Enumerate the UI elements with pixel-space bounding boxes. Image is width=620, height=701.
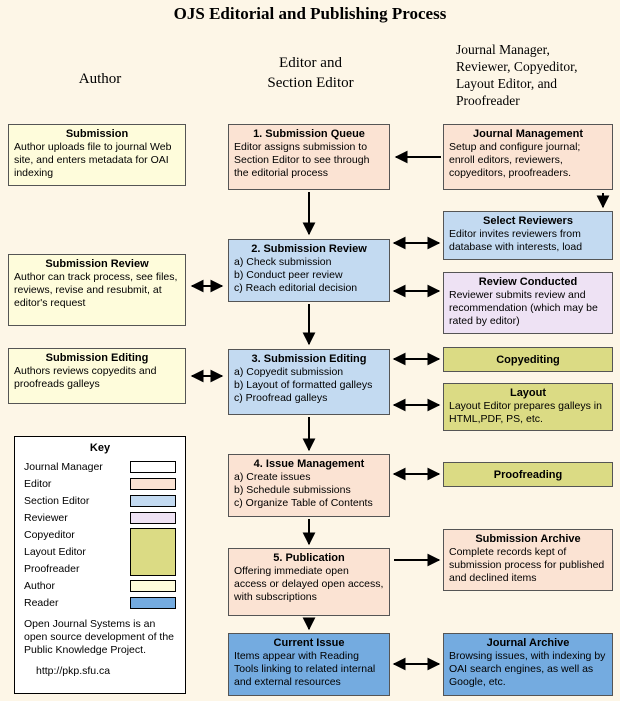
- box-submission-review-author: Submission Review Author can track proce…: [8, 254, 186, 326]
- legend-label: Author: [24, 579, 55, 592]
- legend-label: Journal Manager: [24, 460, 103, 473]
- box-body: Items appear with Reading Tools linking …: [234, 650, 376, 689]
- column-header-journal-manager: Journal Manager, Reviewer, Copyeditor, L…: [456, 42, 578, 108]
- box-submission-editing: 3. Submission Editing a) Copyedit submis…: [228, 349, 390, 415]
- box-title: Copyediting: [496, 353, 560, 366]
- legend-label: Layout Editor: [24, 545, 86, 558]
- box-title: Submission: [65, 128, 129, 140]
- column-header-editor: Editor and Section Editor: [267, 55, 354, 91]
- box-title: Layout: [509, 387, 547, 399]
- box-title: 1. Submission Queue: [253, 128, 365, 140]
- legend-item-reviewer: Reviewer: [24, 509, 176, 526]
- box-title: Select Reviewers: [483, 215, 573, 227]
- box-title: Journal Management: [472, 128, 584, 140]
- legend-label: Section Editor: [24, 494, 90, 507]
- box-body: Layout Editor prepares galleys in HTML,P…: [449, 400, 602, 426]
- box-body: a) Check submission b) Conduct peer revi…: [234, 256, 358, 295]
- box-proofreading: Proofreading: [443, 462, 613, 487]
- box-title: Current Issue: [273, 637, 345, 649]
- section-editor-swatch: [130, 494, 176, 507]
- box-body: Author uploads file to journal Web site,…: [14, 141, 172, 180]
- legend-item-journal-manager: Journal Manager: [24, 458, 176, 475]
- pkp-url: http://pkp.sfu.ca: [36, 665, 111, 678]
- copyeditor-group-swatch: [130, 527, 176, 576]
- box-title: 2. Submission Review: [251, 243, 367, 255]
- box-select-reviewers: Select Reviewers Editor invites reviewer…: [443, 211, 613, 260]
- box-title: Submission Editing: [45, 352, 149, 364]
- box-title: 5. Publication: [273, 552, 345, 564]
- legend-item-editor: Editor: [24, 475, 176, 492]
- legend-label: Copyeditor: [24, 528, 75, 541]
- legend-label: Proofreader: [24, 562, 80, 575]
- box-body: Authors reviews copyedits and proofreads…: [14, 365, 157, 391]
- box-journal-archive: Journal Archive Browsing issues, with in…: [443, 633, 613, 696]
- legend-item-reader: Reader: [24, 594, 176, 611]
- legend-label: Reviewer: [24, 511, 68, 524]
- legend-key: Key Journal Manager Editor Section Edito…: [14, 436, 186, 694]
- box-title: 4. Issue Management: [253, 458, 365, 470]
- box-title: Submission Review: [45, 258, 149, 270]
- box-journal-management: Journal Management Setup and configure j…: [443, 124, 613, 190]
- column-header-author: Author: [78, 71, 122, 87]
- legend-group-labels: Copyeditor Layout Editor Proofreader: [24, 526, 86, 577]
- box-issue-management: 4. Issue Management a) Create issues b) …: [228, 454, 390, 517]
- box-body: a) Copyedit submission b) Layout of form…: [234, 366, 373, 405]
- legend-title: Key: [89, 442, 111, 454]
- reviewer-swatch: [130, 511, 176, 524]
- box-body: Offering immediate open access or delaye…: [234, 565, 384, 604]
- box-submission: Submission Author uploads file to journa…: [8, 124, 186, 186]
- box-body: a) Create issues b) Schedule submissions…: [234, 471, 373, 510]
- box-title: Review Conducted: [478, 276, 578, 288]
- box-submission-editing-author: Submission Editing Authors reviews copye…: [8, 348, 186, 404]
- box-title: Submission Archive: [475, 533, 581, 545]
- box-title: Journal Archive: [486, 637, 570, 649]
- box-body: Editor assigns submission to Section Edi…: [234, 141, 370, 180]
- box-layout: Layout Layout Editor prepares galleys in…: [443, 383, 613, 431]
- box-review-conducted: Review Conducted Reviewer submits review…: [443, 272, 613, 334]
- box-publication: 5. Publication Offering immediate open a…: [228, 548, 390, 616]
- box-body: Author can track process, see files, rev…: [14, 271, 178, 310]
- box-copyediting: Copyediting: [443, 347, 613, 372]
- box-submission-review: 2. Submission Review a) Check submission…: [228, 239, 390, 302]
- box-submission-archive: Submission Archive Complete records kept…: [443, 529, 613, 591]
- legend-item-section-editor: Section Editor: [24, 492, 176, 509]
- box-body: Browsing issues, with indexing by OAI se…: [449, 650, 606, 689]
- box-body: Complete records kept of submission proc…: [449, 546, 605, 585]
- box-body: Setup and configure journal; enroll edit…: [449, 141, 581, 180]
- legend-label: Reader: [24, 596, 59, 609]
- legend-note: Open Journal Systems is an open source d…: [24, 618, 175, 656]
- legend-label: Editor: [24, 477, 52, 490]
- box-current-issue: Current Issue Items appear with Reading …: [228, 633, 390, 696]
- reader-swatch: [130, 596, 176, 609]
- author-swatch: [130, 579, 176, 592]
- box-title: Proofreading: [493, 468, 563, 481]
- editor-swatch: [130, 477, 176, 490]
- legend-item-copyeditor-group: Copyeditor Layout Editor Proofreader: [24, 526, 176, 577]
- box-body: Editor invites reviewers from database w…: [449, 228, 583, 254]
- legend-item-author: Author: [24, 577, 176, 594]
- page-title: OJS Editorial and Publishing Process: [173, 4, 447, 23]
- box-submission-queue: 1. Submission Queue Editor assigns submi…: [228, 124, 390, 190]
- box-body: Reviewer submits review and recommendati…: [449, 289, 598, 328]
- journal-manager-swatch: [130, 460, 176, 473]
- box-title: 3. Submission Editing: [251, 353, 367, 365]
